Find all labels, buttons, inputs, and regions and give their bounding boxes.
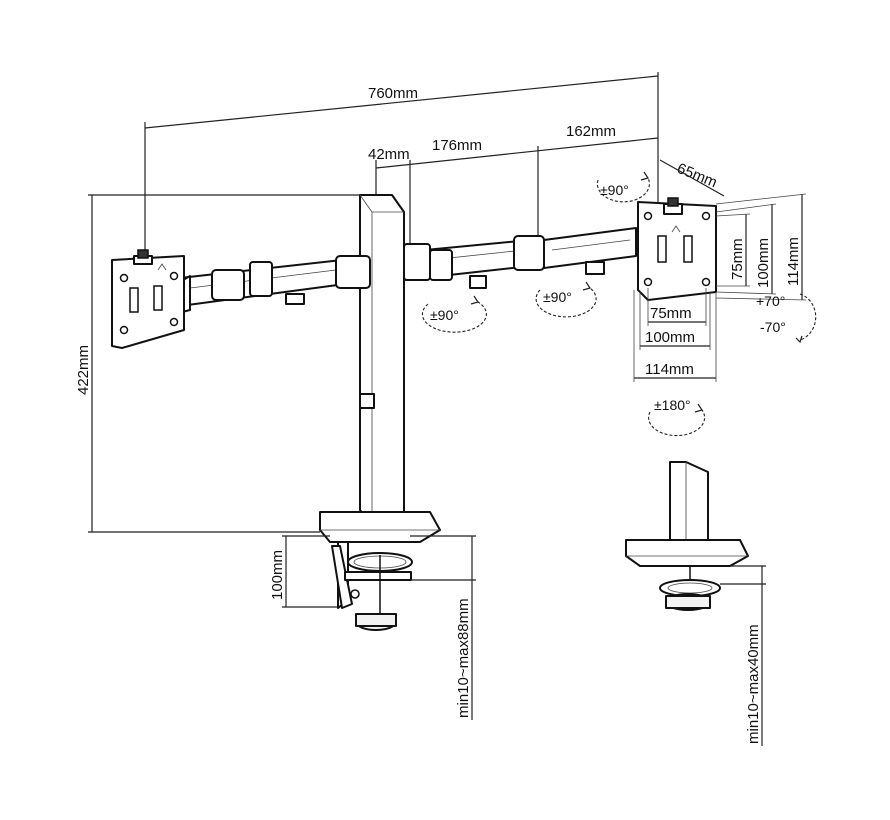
dimension-vesa: 75mm 100mm 114mm 75mm 100mm 114mm xyxy=(633,193,807,382)
dimension-422: 422mm xyxy=(75,194,376,533)
label-vesa-75-h: 75mm xyxy=(650,305,692,322)
label-vesa-100-h: 100mm xyxy=(645,329,695,346)
label-clamp-range: min10~max88mm xyxy=(455,598,472,718)
label-162mm: 162mm xyxy=(566,123,616,140)
rotation-180: ±180° xyxy=(648,397,706,437)
label-vesa-114-h: 114mm xyxy=(645,361,694,378)
label-rot-tilt-down: -70° xyxy=(760,319,786,335)
label-rot-tilt-top: ±90° xyxy=(600,182,629,198)
label-rot-tilt-up: +70° xyxy=(756,293,785,309)
label-65mm: 65mm xyxy=(675,160,720,191)
label-vesa-100-v: 100mm xyxy=(755,238,772,288)
left-arm xyxy=(165,255,371,317)
right-arm xyxy=(403,227,637,289)
label-rot-swivel-left: ±90° xyxy=(430,307,459,323)
label-grommet-range: min10~max40mm xyxy=(745,624,762,744)
rotation-swivel-right: ±90° xyxy=(535,281,597,318)
left-vesa-plate xyxy=(111,249,185,349)
label-rot-swivel-right: ±90° xyxy=(543,289,572,305)
label-176mm: 176mm xyxy=(432,137,482,154)
label-100mm-clamp: 100mm xyxy=(269,550,286,600)
dimension-760: 760mm xyxy=(144,72,659,262)
dimension-arm-row: 42mm 176mm 162mm 65mm xyxy=(368,123,725,245)
label-422mm: 422mm xyxy=(75,345,92,395)
label-rot-180: ±180° xyxy=(654,397,691,413)
dimension-clamp: 100mm min10~max88mm xyxy=(269,535,476,720)
label-760mm: 760mm xyxy=(368,85,418,102)
pole xyxy=(359,194,405,526)
desk-clamp-base xyxy=(319,511,441,631)
label-vesa-75-v: 75mm xyxy=(729,238,746,280)
label-vesa-114-v: 114mm xyxy=(785,237,802,286)
rotation-tilt-side: +70° -70° xyxy=(756,293,817,344)
right-vesa-plate xyxy=(637,197,717,301)
rotation-tilt-top: ±90° xyxy=(596,171,650,203)
grommet-mount-inset: min10~max40mm xyxy=(625,461,766,746)
label-42mm: 42mm xyxy=(368,146,410,163)
rotation-swivel-left: ±90° xyxy=(421,295,487,333)
